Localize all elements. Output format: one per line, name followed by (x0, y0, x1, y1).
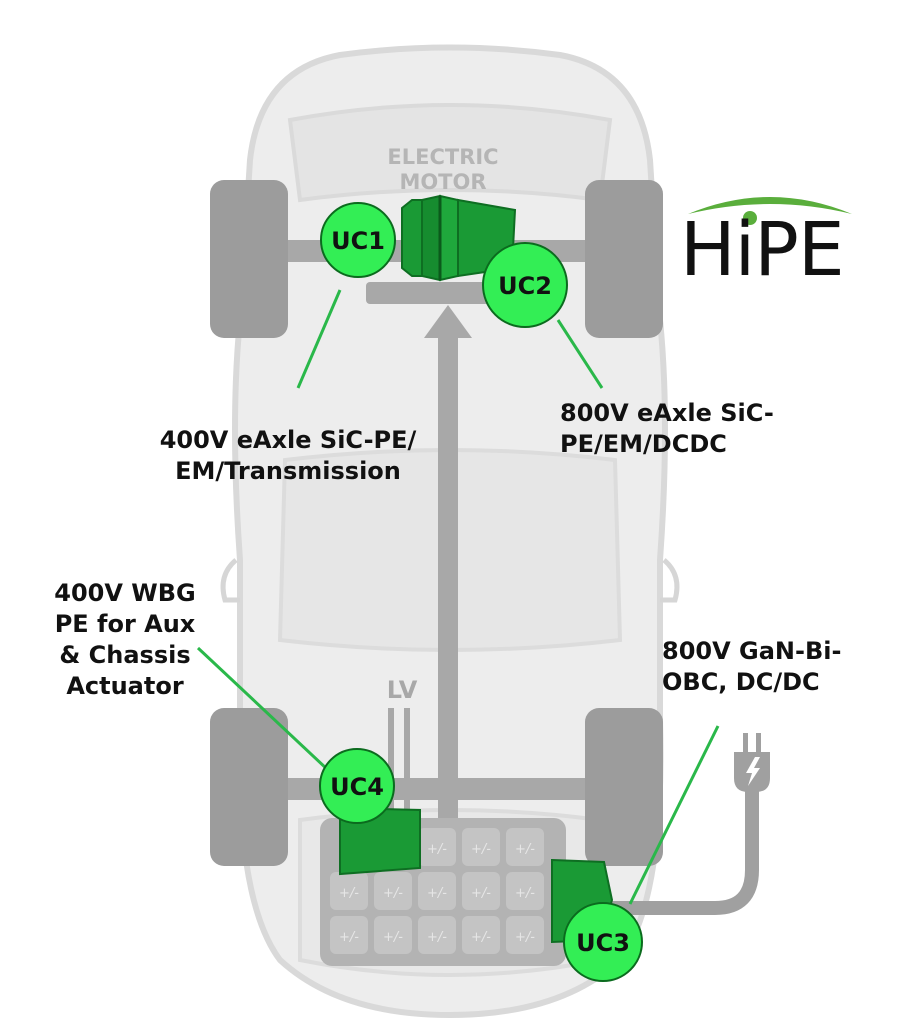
uc4-description-line1: 400V WBG (54, 579, 196, 607)
uc4-description-line4: Actuator (66, 672, 184, 700)
wheel-rear-right (585, 708, 663, 866)
battery-cell (374, 872, 412, 910)
battery-cell (506, 872, 544, 910)
battery-cell-label: +/- (427, 842, 447, 857)
uc3-description-line2: OBC, DC/DC (662, 668, 820, 696)
battery-cell (506, 828, 544, 866)
uc1-badge-text: UC1 (331, 227, 385, 255)
battery-cell-label: +/- (471, 886, 491, 901)
uc4-module (339, 806, 421, 876)
uc4-leader-line (196, 646, 330, 772)
battery-cell-label: +/- (427, 886, 447, 901)
uc1-badge: UC1 (320, 202, 396, 278)
logo-text: HiPE (680, 207, 845, 293)
battery-cell-label: +/- (515, 886, 535, 901)
uc4-description: 400V WBG PE for Aux & Chassis Actuator (40, 578, 210, 702)
battery-cell (330, 872, 368, 910)
battery-cell (418, 872, 456, 910)
battery-cell-label: +/- (339, 886, 359, 901)
uc2-leader-line (556, 319, 604, 389)
battery-cell-label: +/- (471, 842, 491, 857)
uc2-description: 800V eAxle SiC- PE/EM/DCDC (560, 398, 800, 460)
battery-cell (462, 872, 500, 910)
uc4-description-line3: & Chassis (59, 641, 191, 669)
battery-cell-label: +/- (515, 930, 535, 945)
uc3-description-line1: 800V GaN-Bi- (662, 637, 842, 665)
battery-cell-label: +/- (383, 930, 403, 945)
uc3-badge-text: UC3 (576, 929, 630, 957)
wheel-front-left (210, 180, 288, 338)
battery-cell-label: +/- (515, 842, 535, 857)
uc4-badge-text: UC4 (330, 773, 384, 801)
hipe-logo: HiPE (680, 192, 860, 302)
battery-cell-label: +/- (427, 930, 447, 945)
uc3-leader-line (628, 725, 720, 905)
battery-cell (374, 916, 412, 954)
uc3-badge: UC3 (563, 902, 643, 982)
power-arrow (424, 305, 472, 830)
motor-label-line1: ELECTRIC (387, 145, 498, 169)
electric-motor-module (401, 194, 517, 282)
logo-swoosh-icon (688, 197, 852, 225)
uc1-description-line2: EM/Transmission (175, 457, 401, 485)
uc3-description: 800V GaN-Bi- OBC, DC/DC (662, 636, 892, 698)
motor-mount (366, 282, 504, 304)
battery-cell (462, 916, 500, 954)
uc1-leader-line (296, 289, 342, 389)
battery-cell (418, 828, 456, 866)
uc4-description-line2: PE for Aux (54, 610, 196, 638)
battery-cell-label: +/- (471, 930, 491, 945)
battery-cell (330, 916, 368, 954)
uc1-description: 400V eAxle SiC-PE/ EM/Transmission (148, 425, 428, 487)
motor-label-line2: MOTOR (399, 170, 486, 194)
uc2-description-line1: 800V eAxle SiC- (560, 399, 774, 427)
battery-cell (462, 828, 500, 866)
battery-cell (418, 916, 456, 954)
plug-icon (734, 752, 770, 792)
charging-cable (610, 733, 761, 915)
wheel-rear-left (210, 708, 288, 866)
uc4-badge: UC4 (319, 748, 395, 824)
battery-cell-label: +/- (339, 930, 359, 945)
battery-cell (506, 916, 544, 954)
uc2-badge-text: UC2 (498, 272, 552, 300)
uc2-badge: UC2 (482, 242, 568, 328)
uc1-description-line1: 400V eAxle SiC-PE/ (159, 426, 417, 454)
wheel-front-right (585, 180, 663, 338)
uc2-description-line2: PE/EM/DCDC (560, 430, 727, 458)
lv-label: LV (387, 676, 418, 704)
lv-wires (388, 708, 410, 818)
battery-cell-label: +/- (383, 886, 403, 901)
